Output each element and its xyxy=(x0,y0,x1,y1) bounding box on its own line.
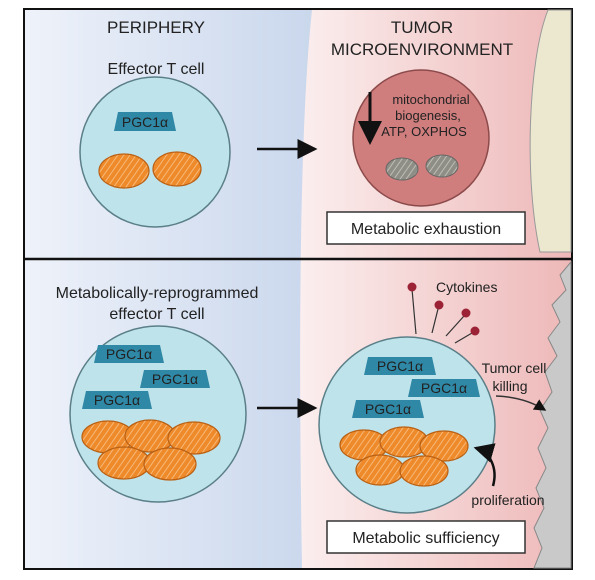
cytokine-dot xyxy=(434,300,444,310)
metabolism-text-line2: biogenesis, xyxy=(395,108,461,123)
tumor-cell-bottom xyxy=(533,260,572,569)
mitochondrion xyxy=(419,430,469,462)
sufficient-t-cell: PGC1α PGC1α PGC1α xyxy=(318,336,496,514)
pgc1a-protein xyxy=(352,400,424,418)
mitochondrion xyxy=(399,455,449,487)
reprogrammed-t-cell: PGC1α PGC1α PGC1α xyxy=(69,325,247,503)
proliferation-arrow xyxy=(473,443,496,487)
pgc1a-protein xyxy=(94,345,164,363)
effector-t-cell: PGC1α xyxy=(79,76,231,228)
cytokine-dot xyxy=(407,282,417,292)
mitochondrion xyxy=(124,419,176,453)
cytokine-dot xyxy=(470,326,480,336)
mitochondrion xyxy=(98,153,150,189)
pgc1a-protein xyxy=(114,112,176,131)
mitochondrion xyxy=(152,151,202,187)
proliferation-label: proliferation xyxy=(471,492,544,508)
damaged-mitochondrion xyxy=(425,154,459,178)
pgc1a-protein xyxy=(140,370,210,388)
reprogrammed-cell-label-line1: Metabolically-reprogrammed xyxy=(56,285,259,302)
cytokine-dot xyxy=(461,308,471,318)
tme-heading-line2: MICROENVIRONMENT xyxy=(331,40,513,59)
exhausted-t-cell: mitochondrial biogenesis, ATP, OXPHOS xyxy=(352,69,490,207)
mitochondrion xyxy=(167,421,221,455)
metabolism-text-line1: mitochondrial xyxy=(392,92,469,107)
metabolic-sufficiency-label: Metabolic sufficiency xyxy=(352,530,499,547)
pgc1a-label: PGC1α xyxy=(94,392,140,408)
tumor-cell-top xyxy=(529,9,572,253)
pgc1a-label: PGC1α xyxy=(122,114,168,130)
mitochondrion xyxy=(355,454,405,486)
mitochondrion xyxy=(143,447,197,481)
pgc1a-label: PGC1α xyxy=(421,380,467,396)
metabolism-text-line3: ATP, OXPHOS xyxy=(381,124,467,139)
tumor-killing-label-line1: Tumor cell xyxy=(482,360,547,376)
pgc1a-protein xyxy=(82,391,152,409)
metabolic-exhaustion-box xyxy=(326,211,526,245)
periphery-heading: PERIPHERY xyxy=(107,18,205,37)
killing-arrow xyxy=(495,395,547,411)
tumor-killing-label-line2: killing xyxy=(492,378,527,394)
pgc1a-protein xyxy=(408,379,480,397)
pgc1a-label: PGC1α xyxy=(377,358,423,374)
tme-heading-line1: TUMOR xyxy=(391,18,453,37)
cytokines-label: Cytokines xyxy=(436,279,497,295)
pgc1a-label: PGC1α xyxy=(106,346,152,362)
cytokines xyxy=(407,282,480,344)
effector-cell-label: Effector T cell xyxy=(108,61,205,78)
metabolic-sufficiency-box xyxy=(326,520,526,554)
damaged-mitochondrion xyxy=(385,157,419,181)
pgc1a-label: PGC1α xyxy=(365,401,411,417)
pgc1a-label: PGC1α xyxy=(152,371,198,387)
mitochondrion xyxy=(97,446,151,480)
pgc1a-protein xyxy=(364,357,436,375)
reprogrammed-cell-label-line2: effector T cell xyxy=(109,306,204,323)
metabolic-exhaustion-label: Metabolic exhaustion xyxy=(351,221,501,238)
